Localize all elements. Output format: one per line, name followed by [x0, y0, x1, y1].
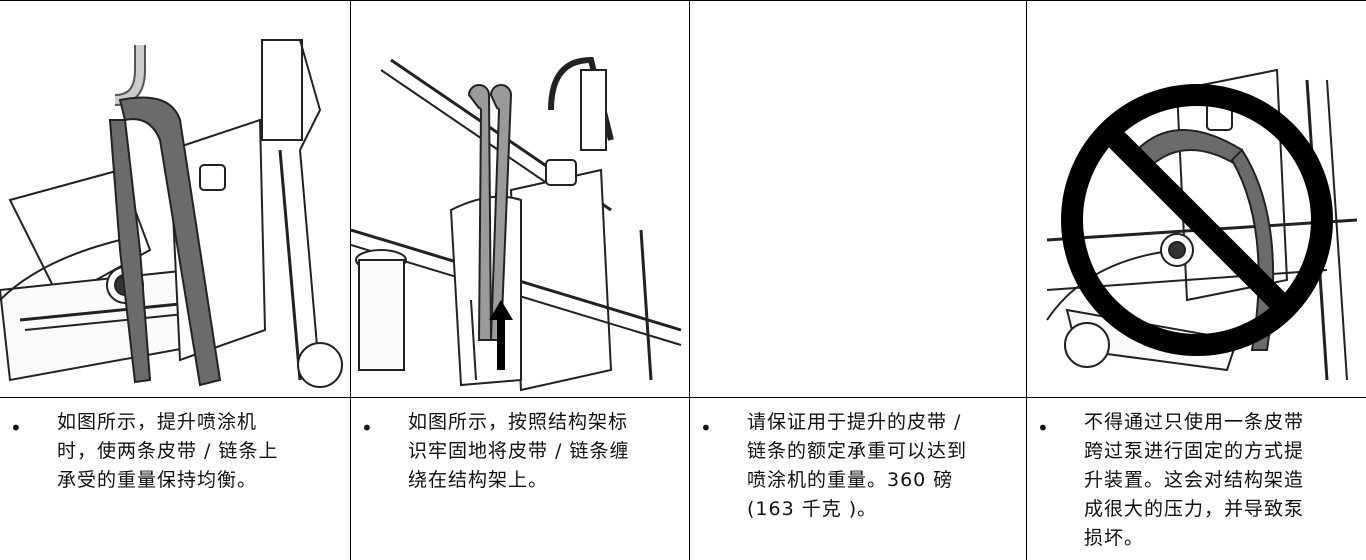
prohibited-single-strap-illustration — [1046, 68, 1358, 381]
figure-empty — [690, 0, 1026, 397]
figure-prohibited-single-strap — [1027, 0, 1366, 397]
figure-lifting-two-straps — [0, 0, 350, 397]
caption-cell: • 请保证用于提升的皮带 / 链条的额定承重可以达到 喷涂机的重量。360 磅 … — [690, 398, 1026, 560]
caption-text: 如图所示，提升喷涂机 时，使两条皮带 / 链条上 承受的重量保持均衡。 — [57, 411, 279, 491]
caption-cell: • 不得通过只使用一条皮带 跨过泵进行固定的方式提 升装置。这会对结构架造 成很… — [1027, 398, 1366, 560]
figure-strap-wrapped-frame — [351, 0, 689, 397]
bullet-icon: • — [700, 416, 712, 440]
caption-text: 请保证用于提升的皮带 / 链条的额定承重可以达到 喷涂机的重量。360 磅 (1… — [747, 411, 968, 520]
column-divider-1 — [350, 0, 351, 560]
bullet-icon: • — [10, 416, 22, 440]
caption-text: 不得通过只使用一条皮带 跨过泵进行固定的方式提 升装置。这会对结构架造 成很大的… — [1084, 411, 1305, 549]
column-divider-3 — [1026, 0, 1027, 560]
bullet-icon: • — [1037, 416, 1049, 440]
bullet-icon: • — [361, 416, 373, 440]
strap-wrapped-frame-illustration — [351, 56, 682, 392]
caption-text: 如图所示，按照结构架标 识牢固地将皮带 / 链条缠 绕在结构架上。 — [408, 411, 630, 491]
caption-cell: • 如图所示，提升喷涂机 时，使两条皮带 / 链条上 承受的重量保持均衡。 — [0, 398, 350, 560]
table-top-border — [0, 0, 1366, 1]
lifting-two-straps-illustration — [0, 39, 343, 388]
row-divider — [0, 397, 1366, 398]
caption-cell: • 如图所示，按照结构架标 识牢固地将皮带 / 链条缠 绕在结构架上。 — [351, 398, 689, 560]
column-divider-2 — [689, 0, 690, 560]
